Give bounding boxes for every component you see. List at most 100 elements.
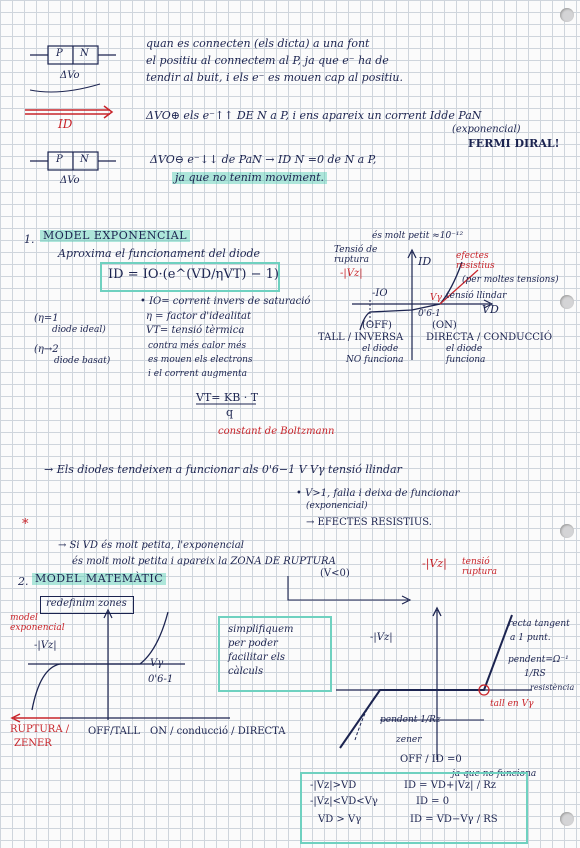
pendent-rs: pendent=Ω⁻¹ (508, 655, 569, 665)
section-1-number: 1. (24, 233, 35, 246)
binder-hole (560, 295, 574, 309)
ondirecta-label: ON / conducció / DIRECTA (150, 726, 286, 737)
bias-line-2: el positiu al connectem al P, ja que e⁻ … (146, 54, 389, 67)
g2-vz-left: -|Vz| (34, 640, 57, 651)
vt-denominator: q (226, 406, 234, 419)
binder-hole (560, 812, 574, 826)
heat-note-3: i el corrent augmenta (148, 369, 248, 379)
mid-line-2b: (exponencial) (306, 501, 368, 511)
reverse-note: ja que no tenim moviment. (172, 171, 327, 185)
section-2-heading: MODEL MATEMÀTIC (32, 572, 167, 586)
g1-vd-axis: VD (482, 303, 499, 316)
case-3-formula: ID = VD−Vγ / RS (410, 814, 498, 825)
vt-formula: VT= KB · T (196, 391, 259, 404)
delta-vo-label-2: ΔVo (60, 175, 80, 186)
bias-line-1: quan es connecten (els dicta) a una font (146, 37, 370, 50)
id-label: ID (58, 117, 73, 131)
case-2-cond: -|Vz|<VD<Vγ (310, 796, 378, 807)
delta-vo-label: ΔVo (60, 70, 80, 81)
recta-tangent-2: a 1 punt. (510, 633, 551, 643)
case-3-cond: VD > Vγ (318, 814, 362, 825)
eta-basat-note: diode basat) (54, 356, 111, 366)
star-mark: * (22, 517, 29, 532)
heat-note-1: contra més calor més (148, 341, 247, 351)
g1-vy: Vγ (430, 293, 442, 303)
simplifiquem-2: per poder (228, 638, 278, 649)
mid-line-1: → Els diodes tendeixen a funcionar als 0… (44, 463, 402, 476)
forward-eq: ΔVO⊕ els e⁻↑↑ DE N a P, i ens apareix un… (146, 109, 482, 122)
pendent-rz: pendent 1/Rz (380, 715, 441, 725)
mid-vz: -|Vz| (422, 557, 447, 570)
section-1-heading: MODEL EXPONENCIAL (40, 229, 191, 243)
simplifiquem-4: càlculs (228, 666, 264, 677)
binder-hole (560, 524, 574, 538)
g1-tensio: tensió llindar (446, 291, 507, 301)
g1-efectes: efectes resistius (456, 251, 495, 271)
mid-line-2: • V>1, falla i deixa de funcionar (296, 488, 460, 499)
g1-directa: DIRECTA / CONDUCCIÓ (426, 332, 553, 343)
approx-text: Aproxima el funcionament del diode (58, 247, 261, 260)
boltzmann-note: constant de Boltzmann (218, 426, 335, 437)
g1-06: 0'6-1 (418, 309, 441, 319)
legend-vt: VT= tensió tèrmica (146, 325, 245, 336)
g3-vz: -|Vz| (370, 632, 393, 643)
mid-line-5: és molt molt petita i apareix la ZONA DE… (72, 556, 336, 567)
cases-box (300, 772, 528, 844)
mid-line-3: → EFECTES RESISTIUS. (306, 517, 432, 528)
v-less-zero: (V<0) (320, 568, 350, 579)
simplifiquem-1: simplifiquem (228, 624, 294, 635)
g2-06-left: 0'6-1 (148, 674, 174, 685)
formula-box (100, 262, 280, 292)
forward-note: (exponencial) (452, 124, 521, 135)
redefinim-box (40, 596, 134, 614)
diode-p-label: P (56, 48, 63, 59)
bias-line-3: tendir al buit, i els e⁻ es mouen cap al… (146, 71, 404, 84)
tall-vy: tall en Vγ (490, 699, 534, 709)
g1-nofunc: NO funciona (346, 355, 404, 365)
mid-vz-note: tensió ruptura (462, 557, 497, 577)
g1-tall: TALL / INVERSA (318, 332, 404, 343)
g1-small: és molt petit ≈10⁻¹² (372, 231, 464, 241)
g1-vz: -|Vz| (340, 268, 363, 279)
simplifiquem-3: facilitar els (228, 652, 286, 663)
eta-basat: (η→2 (34, 344, 59, 355)
eta-ideal: (η=1 (34, 313, 59, 324)
offtall-label: OFF/TALL (88, 726, 141, 737)
eta-ideal-note: diode ideal) (52, 325, 106, 335)
redefinim-label: redefinim zones (46, 598, 127, 609)
g1-off: (OFF) (362, 320, 392, 331)
g2-vy-left: Vγ (150, 658, 164, 669)
simplifiquem-box (218, 616, 332, 692)
reverse-eq: ΔVO⊖ e⁻↓↓ de PaN → ID N =0 de N a P, (150, 153, 377, 166)
diode-formula: ID = IO·(e^(VD/ηVT) − 1) (108, 267, 279, 282)
section-2-number: 2. (18, 575, 29, 588)
g1-ruptura: Tensió de ruptura (334, 245, 378, 265)
zener-note: zener (396, 735, 422, 745)
g1-func: funciona (446, 355, 486, 365)
heat-note-2: es mouen els electrons (148, 355, 253, 365)
g1-on: (ON) (432, 320, 457, 331)
no-func-note: ja que no funciona (452, 769, 537, 779)
legend-eta: η = factor d'idealitat (146, 311, 252, 322)
resistencia-label: resistència (530, 683, 575, 692)
case-2-formula: ID = 0 (416, 796, 450, 807)
ruptura-label: RUPTURA / (10, 724, 70, 735)
n-label-2: N (80, 154, 89, 165)
rs-label: 1/RS (524, 669, 546, 679)
mid-line-4: → Si VD és molt petita, l'exponencial (58, 540, 244, 551)
g1-diode: el diode (362, 344, 399, 354)
case-1-cond: -|Vz|>VD (310, 780, 357, 791)
g1-id-axis: ID (418, 255, 432, 268)
off-id-zero: OFF / ID =0 (400, 754, 462, 765)
binder-hole (560, 8, 574, 22)
diode-n-label: N (80, 48, 89, 59)
legend-io: • IO= corrent invers de saturació (140, 296, 311, 307)
g1-io: -IO (372, 288, 388, 299)
recta-tangent: recta tangent (508, 619, 570, 629)
g1-permoltes: (per moltes tensions) (462, 275, 559, 285)
model-exp-note: model exponencial (10, 613, 65, 633)
p-label-2: P (56, 154, 63, 165)
case-1-formula: ID = VD+|Vz| / Rz (404, 780, 497, 791)
